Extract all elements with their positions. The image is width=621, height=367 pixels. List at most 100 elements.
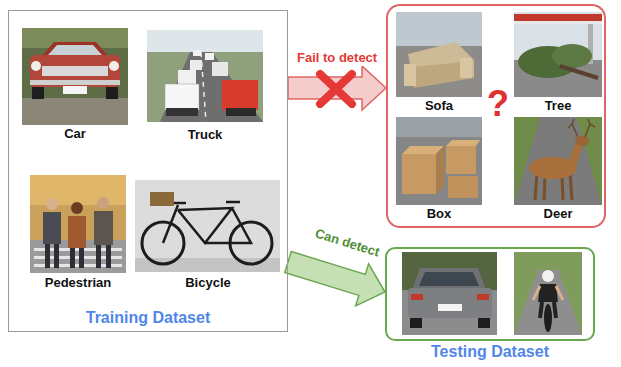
car-photo-part	[109, 61, 119, 71]
fallen-tree-photo-part	[514, 21, 602, 24]
pedestrian-photo-part	[54, 244, 59, 268]
dataset-title: Testing Dataset	[431, 343, 549, 361]
boxes-photo	[396, 117, 482, 205]
class-label: Deer	[544, 205, 573, 223]
cyclist-photo-part	[514, 252, 582, 335]
car-photo-part	[42, 66, 108, 76]
pedestrian-photo-part	[79, 248, 84, 268]
class-label: Truck	[188, 126, 223, 144]
cyclist-photo-part	[514, 270, 582, 335]
pedestrian-photo-part	[96, 245, 101, 268]
test-car-photo-part	[410, 318, 422, 328]
sofa-photo-part	[404, 64, 416, 86]
class-label: Box	[427, 205, 452, 223]
image-card: Car	[22, 28, 128, 143]
test-car-photo-part	[478, 318, 490, 328]
bicycle-photo-part	[150, 192, 174, 206]
known-group: Testing Dataset	[385, 247, 595, 341]
truck-photo-part	[147, 30, 263, 52]
fallen-tree-photo-part	[560, 66, 598, 78]
sofa-photo	[396, 12, 482, 97]
truck-photo-part	[193, 50, 201, 56]
boxes-photo-part	[436, 146, 444, 194]
truck-photo-part	[226, 108, 256, 116]
test-car-photo	[402, 252, 497, 335]
deer-photo-part	[568, 119, 595, 137]
test-car-photo-part	[412, 268, 486, 290]
bicycle-photo-part	[135, 180, 280, 272]
cyclist-photo-part	[533, 286, 563, 300]
boxes-photo-part	[446, 140, 480, 146]
pedestrian-photo	[30, 175, 126, 273]
image-card: Truck	[147, 30, 263, 144]
image-card: Tree	[514, 12, 602, 115]
test-car-photo-part	[477, 294, 489, 300]
block-arrow	[285, 252, 385, 306]
fail-cross	[320, 74, 352, 104]
pedestrian-photo-part	[70, 248, 75, 268]
pedestrian-photo-part	[30, 175, 126, 273]
pedestrian-photo-part	[43, 212, 61, 244]
fallen-tree-photo-part	[514, 12, 602, 97]
truck-photo-part	[190, 60, 202, 70]
deer-photo	[514, 117, 602, 205]
bicycle-photo-part	[135, 258, 280, 272]
fallen-tree-photo-part	[514, 14, 602, 21]
bicycle-photo-part	[163, 202, 251, 243]
fallen-tree-photo-part	[552, 44, 592, 68]
sofa-photo-part	[396, 12, 482, 97]
bicycle-photo	[135, 180, 280, 272]
class-label: Car	[64, 125, 86, 143]
truck-photo-part	[212, 62, 228, 76]
boxes-photo-part	[402, 154, 436, 194]
car-photo	[22, 28, 128, 125]
truck-photo-part	[147, 30, 263, 122]
pedestrian-photo-part	[46, 198, 58, 210]
truck-photo-part	[205, 53, 214, 60]
fallen-tree-photo	[514, 12, 602, 97]
car-photo-part	[48, 45, 102, 55]
boxes-photo-part	[396, 117, 482, 137]
dataset-box: Training Dataset Car TruckPedestrian Bicycl…	[8, 10, 288, 332]
dataset-title: Training Dataset	[86, 309, 210, 327]
test-car-photo-part	[411, 294, 423, 300]
class-label: Bicycle	[185, 274, 231, 292]
edge-label: Fail to detect	[296, 50, 378, 66]
cyclist-photo-part	[540, 302, 556, 318]
test-car-photo-part	[438, 304, 462, 311]
car-photo-part	[106, 87, 118, 99]
cyclist-photo	[514, 252, 582, 335]
class-label: Tree	[545, 97, 572, 115]
boxes-photo-part	[446, 146, 476, 174]
truck-photo	[147, 30, 263, 122]
image-card: Pedestrian	[30, 175, 126, 292]
truck-photo-part	[165, 84, 199, 110]
block-arrow	[288, 66, 386, 110]
car-photo-part	[22, 98, 128, 125]
truck-photo-part	[222, 80, 258, 110]
boxes-photo-part	[448, 176, 478, 198]
car-photo-part	[30, 80, 120, 85]
pedestrian-photo-part	[68, 216, 86, 248]
class-label: Sofa	[425, 97, 453, 115]
image-card: Sofa	[396, 12, 482, 115]
pedestrian-photo-part	[30, 175, 126, 205]
edge-label: Can detect	[312, 225, 382, 261]
cyclist-photo-part	[544, 304, 552, 332]
truck-photo-part	[178, 70, 196, 84]
deer-photo-part	[514, 117, 602, 205]
car-photo-part	[30, 55, 120, 87]
car-photo-part	[42, 42, 108, 56]
question-mark: ?	[487, 86, 509, 122]
unknown-group: ? Sofa TreeBox Deer	[386, 4, 606, 228]
fail-cross-part	[320, 74, 352, 104]
car-photo-part	[63, 86, 87, 94]
test-car-photo-part	[402, 252, 497, 335]
pedestrian-photo-part	[94, 211, 113, 245]
class-label: Pedestrian	[45, 274, 111, 292]
pedestrian-photo-part	[106, 245, 111, 268]
deer-photo-part	[514, 117, 602, 205]
image-card: Box	[396, 117, 482, 223]
boxes-photo-part	[396, 117, 482, 205]
truck-photo-part	[160, 52, 263, 122]
